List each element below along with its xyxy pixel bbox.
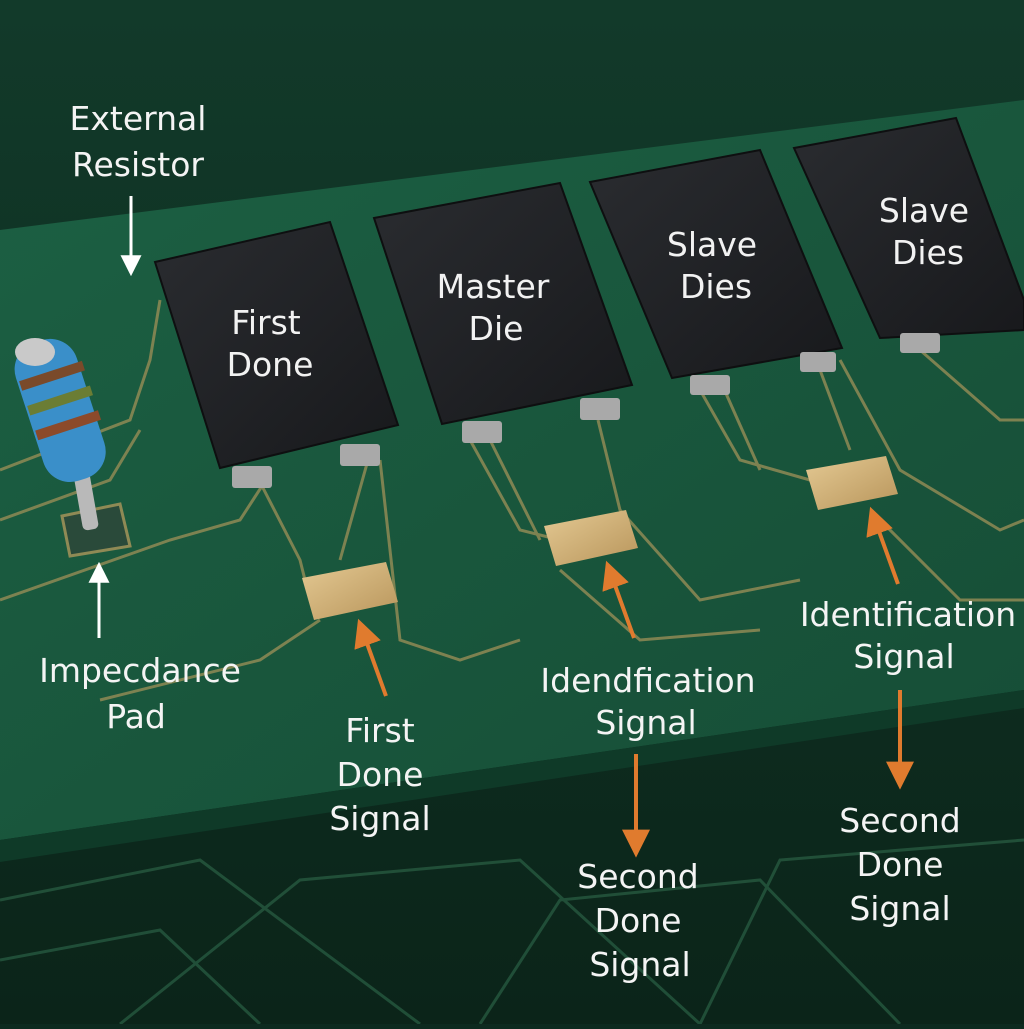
chip-label-line: Dies	[892, 233, 964, 272]
callout-line: Signal	[595, 703, 696, 742]
callout-line: Signal	[589, 945, 690, 984]
chip-slave-dies-2: Slave Dies	[792, 116, 1024, 353]
chip-first-done: First Done	[153, 220, 400, 488]
chip-lead	[462, 421, 502, 443]
callout-line: Identification	[800, 595, 1016, 634]
callout-line: Second	[577, 857, 698, 896]
callout-second-done-signal-2: Second Done Signal	[839, 801, 960, 928]
chip-lead	[232, 466, 272, 488]
callout-first-done-signal: First Done Signal	[329, 711, 430, 838]
chip-label-line: Master	[437, 267, 550, 306]
background-traces	[0, 838, 1024, 1026]
callout-line: Done	[337, 755, 424, 794]
chip-lead	[690, 375, 730, 395]
board-traces	[0, 299, 1024, 702]
callout-external-resistor: External Resistor	[70, 99, 207, 184]
chip-lead	[580, 398, 620, 420]
chip-label-line: Slave	[879, 191, 969, 230]
impedance-pad	[60, 502, 132, 558]
chip-label-line: Die	[469, 309, 524, 348]
arrow-icon	[602, 560, 636, 639]
chip-lead	[340, 444, 380, 466]
arrow-icon	[866, 506, 900, 585]
callout-line: Signal	[329, 799, 430, 838]
callout-line: External	[70, 99, 207, 138]
chip-label-line: Done	[227, 345, 314, 384]
identification-pad-2	[806, 456, 898, 510]
callout-identification-signal-1: Idendfication Signal	[540, 661, 755, 742]
pcb-board-edge	[0, 690, 1024, 862]
chip-lead	[800, 352, 836, 372]
callout-line: Resistor	[72, 145, 204, 184]
identification-pad-1	[544, 510, 638, 566]
callout-line: Signal	[853, 637, 954, 676]
arrow-icon	[354, 618, 388, 697]
chip-lead	[900, 333, 940, 353]
callout-impedance-pad: Impecdance Pad	[39, 651, 241, 736]
callout-line: Done	[595, 901, 682, 940]
first-done-pad	[302, 562, 398, 620]
callout-line: Signal	[849, 889, 950, 928]
callout-identification-signal-2: Identification Signal	[800, 595, 1016, 676]
callout-line: Pad	[106, 697, 166, 736]
callout-line: Impecdance	[39, 651, 241, 690]
resistor-icon	[14, 338, 106, 531]
callout-line: First	[345, 711, 415, 750]
callout-line: Idendfication	[540, 661, 755, 700]
callout-line: Second	[839, 801, 960, 840]
chip-label-line: First	[231, 303, 301, 342]
callout-second-done-signal-1: Second Done Signal	[577, 857, 698, 984]
chip-master-die: Master Die	[372, 181, 634, 443]
chip-label-line: Slave	[667, 225, 757, 264]
chip-label-line: Dies	[680, 267, 752, 306]
chip-slave-dies-1: Slave Dies	[588, 148, 844, 395]
callout-line: Done	[857, 845, 944, 884]
